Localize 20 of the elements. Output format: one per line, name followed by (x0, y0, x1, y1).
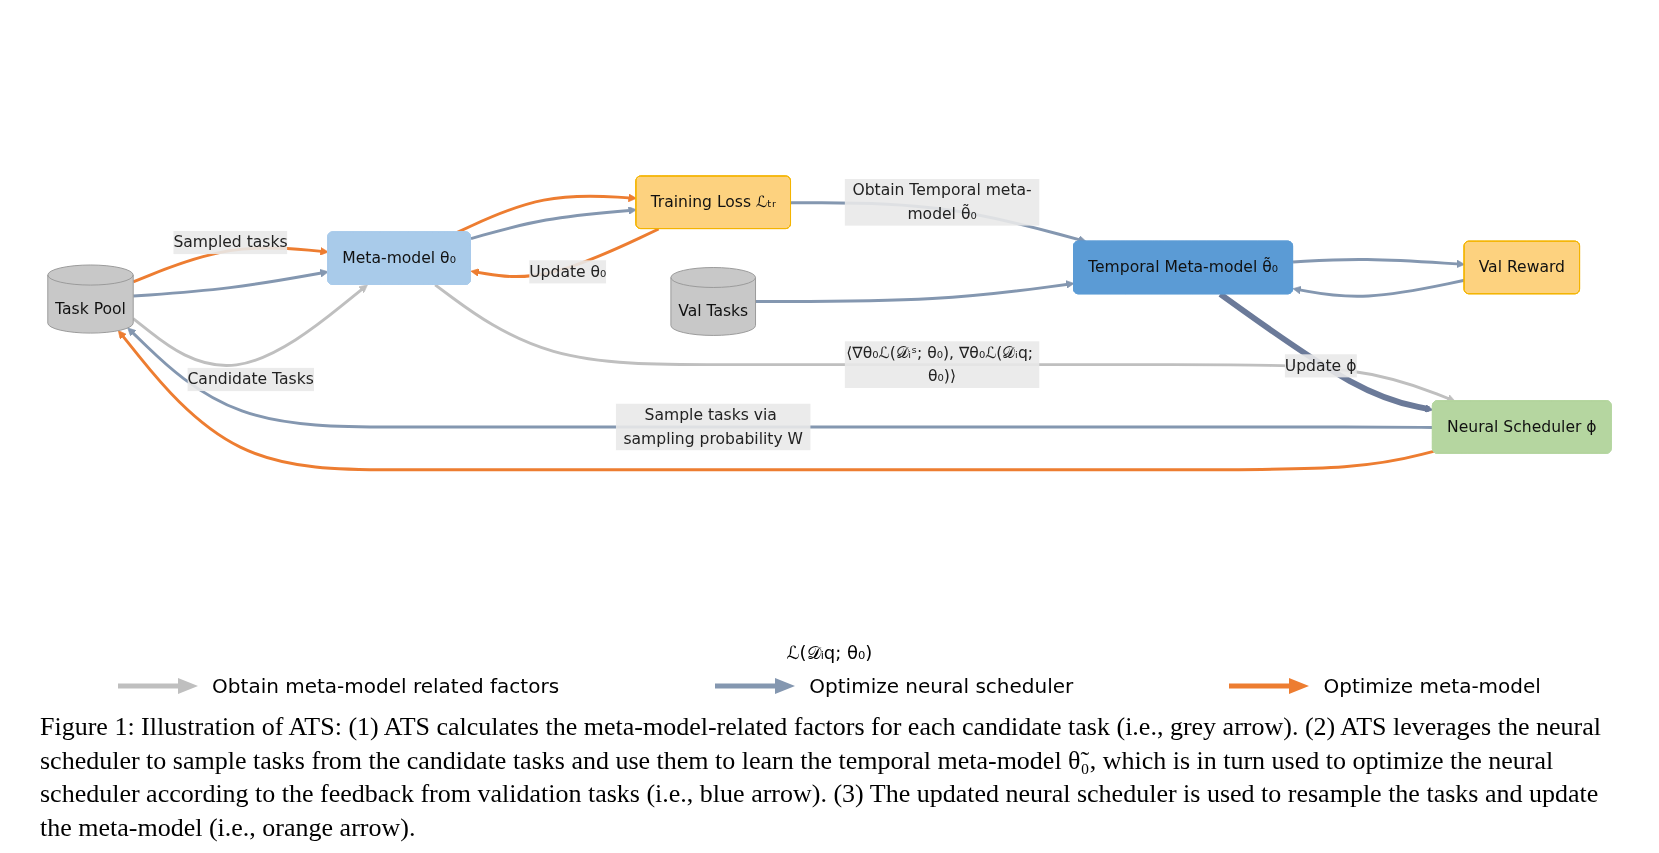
legend-label: Obtain meta-model related factors (212, 673, 560, 698)
arrow (755, 280, 1075, 303)
edge-label: Candidate Tasks (187, 369, 314, 389)
edge-label: Obtain Temporal meta-model θ̃₀ (852, 180, 1032, 223)
edge-label: Update θ₀ (529, 262, 607, 281)
arrow (118, 330, 1434, 472)
formula-label: ℒ(𝒟ᵢq; θ₀) (786, 641, 873, 664)
arrow (470, 206, 637, 241)
arrow (127, 327, 1433, 429)
edge-label: Sampled tasks (173, 232, 288, 252)
legend-label: Optimize meta-model (1323, 673, 1541, 698)
edge-label: Update ϕ (1284, 356, 1357, 375)
arrow (132, 284, 368, 367)
edge-label: Sample tasks via sampling probability W (623, 405, 804, 448)
legend-label: Optimize neural scheduler (809, 673, 1074, 698)
arrow (1292, 258, 1465, 269)
arrow (133, 268, 329, 298)
figure-caption: Figure 1: Illustration of ATS: (1) ATS calculates the meta-model-related factors for each candidate task (i.e., grey arrow). (2) ATS leverages the neural scheduler to sample tasks from the candidate tasks and use them to learn the temporal meta-model θ̃₀, which is in turn used to optimize the neural scheduler according to the feedback from validation tasks (i.e., blue arrow). (3) The updated neural scheduler is used to resample the tasks and update the meta-model (i.e., orange arrow). (40, 710, 1602, 845)
arrow (1292, 278, 1465, 298)
edge-label: ⟨∇θ₀ℒ(𝒟ᵢˢ; θ₀), ∇θ₀ℒ(𝒟ᵢq; θ₀)⟩ (846, 343, 1034, 386)
